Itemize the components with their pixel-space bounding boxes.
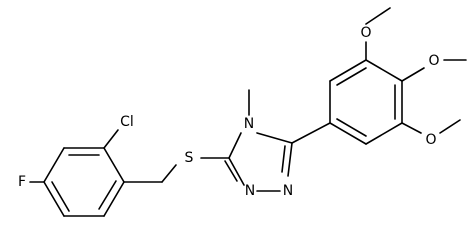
bond [51, 181, 70, 212]
bond [228, 132, 242, 159]
bond [329, 122, 367, 145]
bond [365, 59, 403, 82]
bond [281, 145, 286, 173]
fluorine-label: F [18, 174, 26, 190]
bond [401, 67, 425, 82]
oxygen-top-label: O [360, 25, 371, 41]
oxygen-middle-label: O [428, 53, 439, 69]
bond [287, 142, 293, 177]
bond [401, 122, 422, 134]
sulfur-label: S [185, 150, 194, 166]
bond [365, 122, 403, 145]
bond [43, 181, 65, 217]
bond [103, 181, 125, 217]
bond [161, 164, 177, 183]
bonds [29, 7, 467, 217]
bond [365, 7, 391, 25]
chlorine-label: Cl [120, 114, 134, 130]
oxygen-lower-label: O [425, 132, 436, 148]
bond [336, 118, 367, 137]
molecule-structure: Cl F S N N N O O O [18, 7, 467, 217]
bond [224, 160, 238, 182]
nitrogen-ring-label: N [245, 183, 255, 199]
bond [98, 180, 117, 210]
bond [291, 122, 331, 144]
atom-labels: Cl F S N N N O O O [18, 25, 440, 199]
bond [228, 157, 245, 186]
bond [439, 119, 461, 134]
nitrogen-ring-label: N [283, 183, 293, 199]
bond [43, 147, 65, 183]
nitrogen-methyl-label: N [244, 116, 254, 132]
bond [103, 129, 119, 149]
bond [336, 67, 367, 86]
bond [329, 59, 367, 82]
bond [256, 132, 293, 144]
bond [103, 147, 125, 183]
